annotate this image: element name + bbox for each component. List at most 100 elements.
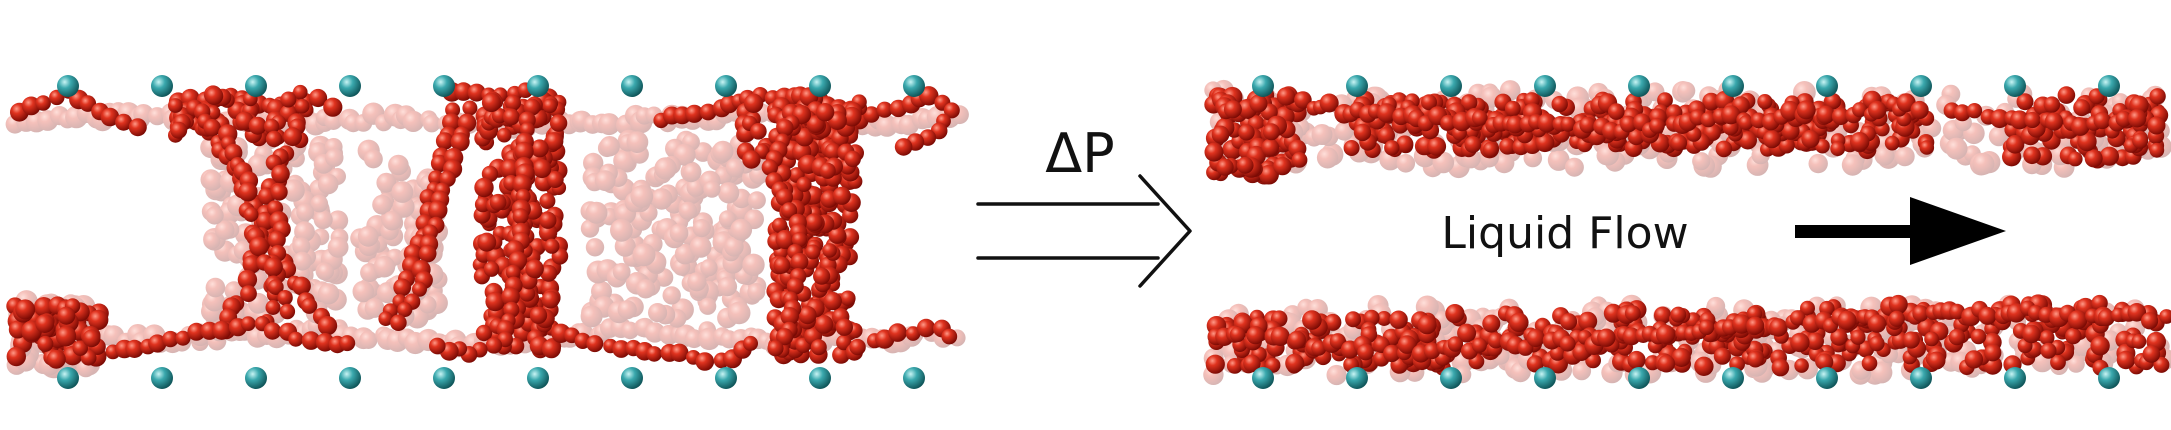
polymer-bead — [203, 119, 221, 137]
polymer-bead — [364, 149, 383, 169]
polymer-bead — [2090, 336, 2110, 356]
polymer-bead — [268, 230, 286, 249]
polymer-bead — [2159, 309, 2171, 324]
polymer-bead — [1966, 103, 1983, 119]
polymer-bead — [1226, 358, 1243, 374]
polymer-bead — [2141, 312, 2159, 330]
polymer-bead — [1572, 361, 1592, 381]
polymer-bead — [538, 223, 558, 242]
polymer-bead — [388, 154, 409, 176]
polymer-bead — [822, 243, 837, 258]
polymer-bead — [1377, 126, 1395, 145]
polymer-bead — [1559, 335, 1576, 352]
polymer-bead — [1806, 332, 1824, 351]
polymer-bead — [775, 188, 793, 206]
polymer-bead — [1270, 326, 1290, 346]
polymer-bead — [247, 154, 270, 177]
polymer-bead — [695, 352, 715, 371]
polymer-bead — [1423, 342, 1441, 360]
polymer-bead — [481, 92, 502, 113]
polymer-bead — [1421, 94, 1437, 111]
polymer-bead — [292, 237, 311, 256]
polymer-bead — [1824, 93, 1842, 110]
polymer-bead — [1246, 326, 1265, 345]
polymer-bead — [248, 116, 267, 135]
polymer-bead — [277, 290, 293, 306]
polymer-bead — [1769, 318, 1788, 337]
polymer-bead — [636, 279, 656, 299]
polymer-bead — [1888, 294, 1908, 314]
polymer-bead — [263, 257, 283, 277]
polymer-bead — [1948, 328, 1966, 346]
polymer-bead — [1698, 319, 1715, 336]
anchor-bead — [1722, 367, 1744, 389]
polymer-bead — [1417, 315, 1437, 335]
polymer-bead — [1888, 310, 1905, 327]
polymer-bead — [1970, 328, 1987, 345]
polymer-bead — [894, 138, 913, 156]
polymer-bead — [815, 103, 835, 122]
polymer-bead — [687, 272, 707, 292]
polymer-bead — [1487, 332, 1504, 349]
polymer-bead — [1506, 115, 1525, 134]
polymer-bead — [1243, 354, 1261, 373]
polymer-bead — [525, 259, 544, 279]
polymer-bead — [805, 213, 823, 231]
double-arrow-right-icon — [976, 174, 1192, 288]
polymer-bead — [1578, 311, 1598, 331]
polymer-bead — [1988, 126, 2009, 147]
pressure-transition: ΔP — [976, 122, 1192, 288]
polymer-bead — [2142, 345, 2161, 363]
polymer-bead — [168, 98, 183, 113]
polymer-bead — [1319, 93, 1339, 113]
polymer-bead — [359, 330, 378, 349]
polymer-bead — [1396, 135, 1414, 153]
polymer-bead — [2067, 355, 2085, 373]
polymer-bead — [1494, 152, 1515, 174]
polymer-bead — [1287, 330, 1306, 349]
polymer-bead — [2099, 146, 2119, 166]
polymer-bead — [798, 306, 817, 325]
polymer-bead — [79, 95, 97, 112]
polymer-bead — [501, 287, 520, 306]
polymer-bead — [863, 106, 880, 123]
polymer-bead — [255, 211, 275, 231]
polymer-bead — [1547, 149, 1570, 171]
polymer-bead — [428, 200, 448, 220]
polymer-bead — [100, 107, 120, 127]
polymer-bead — [288, 331, 304, 347]
polymer-bead — [15, 299, 36, 320]
polymer-bead — [724, 237, 744, 257]
polymer-bead — [790, 252, 809, 271]
anchor-bead — [1816, 75, 1838, 97]
polymer-bead — [240, 285, 257, 302]
polymer-bead — [692, 219, 711, 238]
polymer-bead — [1794, 358, 1809, 373]
polymer-bead — [1376, 311, 1392, 326]
polymer-bead — [148, 334, 167, 353]
polymer-bead — [712, 140, 734, 162]
polymer-bead — [1345, 311, 1362, 328]
polymer-bead — [6, 346, 27, 367]
pressure-label: ΔP — [1045, 122, 1115, 185]
polymer-bead — [617, 300, 637, 320]
polymer-bead — [781, 202, 798, 219]
polymer-bead — [205, 206, 224, 225]
polymer-bead — [435, 132, 454, 150]
polymer-bead — [325, 148, 344, 167]
polymer-bead — [699, 297, 717, 315]
polymer-bead — [2065, 327, 2082, 345]
polymer-bead — [1464, 136, 1482, 153]
polymer-bead — [2040, 342, 2057, 359]
polymer-bead — [1670, 306, 1687, 323]
polymer-bead — [372, 194, 392, 215]
polymer-bead — [2153, 356, 2170, 373]
polymer-bead — [1537, 113, 1557, 133]
polymer-bead — [776, 119, 794, 137]
polymer-bead — [249, 236, 269, 257]
polymer-bead — [364, 298, 385, 318]
polymer-bead — [1326, 364, 1347, 386]
polymer-bead — [352, 280, 375, 303]
anchor-bead — [1440, 75, 1462, 97]
wall-anchor-beads — [57, 75, 925, 389]
